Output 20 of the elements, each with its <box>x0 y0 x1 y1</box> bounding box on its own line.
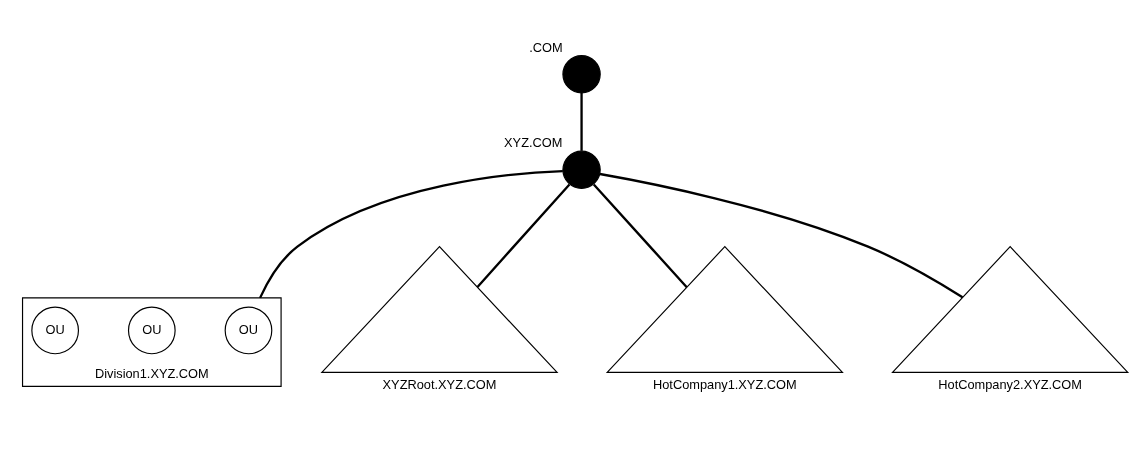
node-label: HotCompany2.XYZ.COM <box>938 376 1082 392</box>
node-triangle <box>320 245 559 373</box>
node-circle: OU <box>31 306 79 354</box>
node-label: .COM <box>529 39 563 55</box>
node-circle: OU <box>127 306 176 354</box>
node-circle <box>562 54 601 93</box>
node-label: Division1.XYZ.COM <box>94 365 209 381</box>
node-label: XYZ.COM <box>504 134 563 150</box>
connector <box>580 92 583 151</box>
connector <box>599 172 964 298</box>
connector <box>476 183 571 288</box>
node-circle <box>562 150 601 189</box>
node-triangle <box>891 245 1130 373</box>
node-triangle <box>605 245 844 373</box>
node-label: HotCompany1.XYZ.COM <box>652 376 797 392</box>
connector <box>259 169 563 298</box>
connector <box>592 183 688 288</box>
cluster <box>21 296 282 387</box>
node-label: XYZRoot.XYZ.COM <box>382 376 497 392</box>
node-circle: OU <box>224 306 273 354</box>
